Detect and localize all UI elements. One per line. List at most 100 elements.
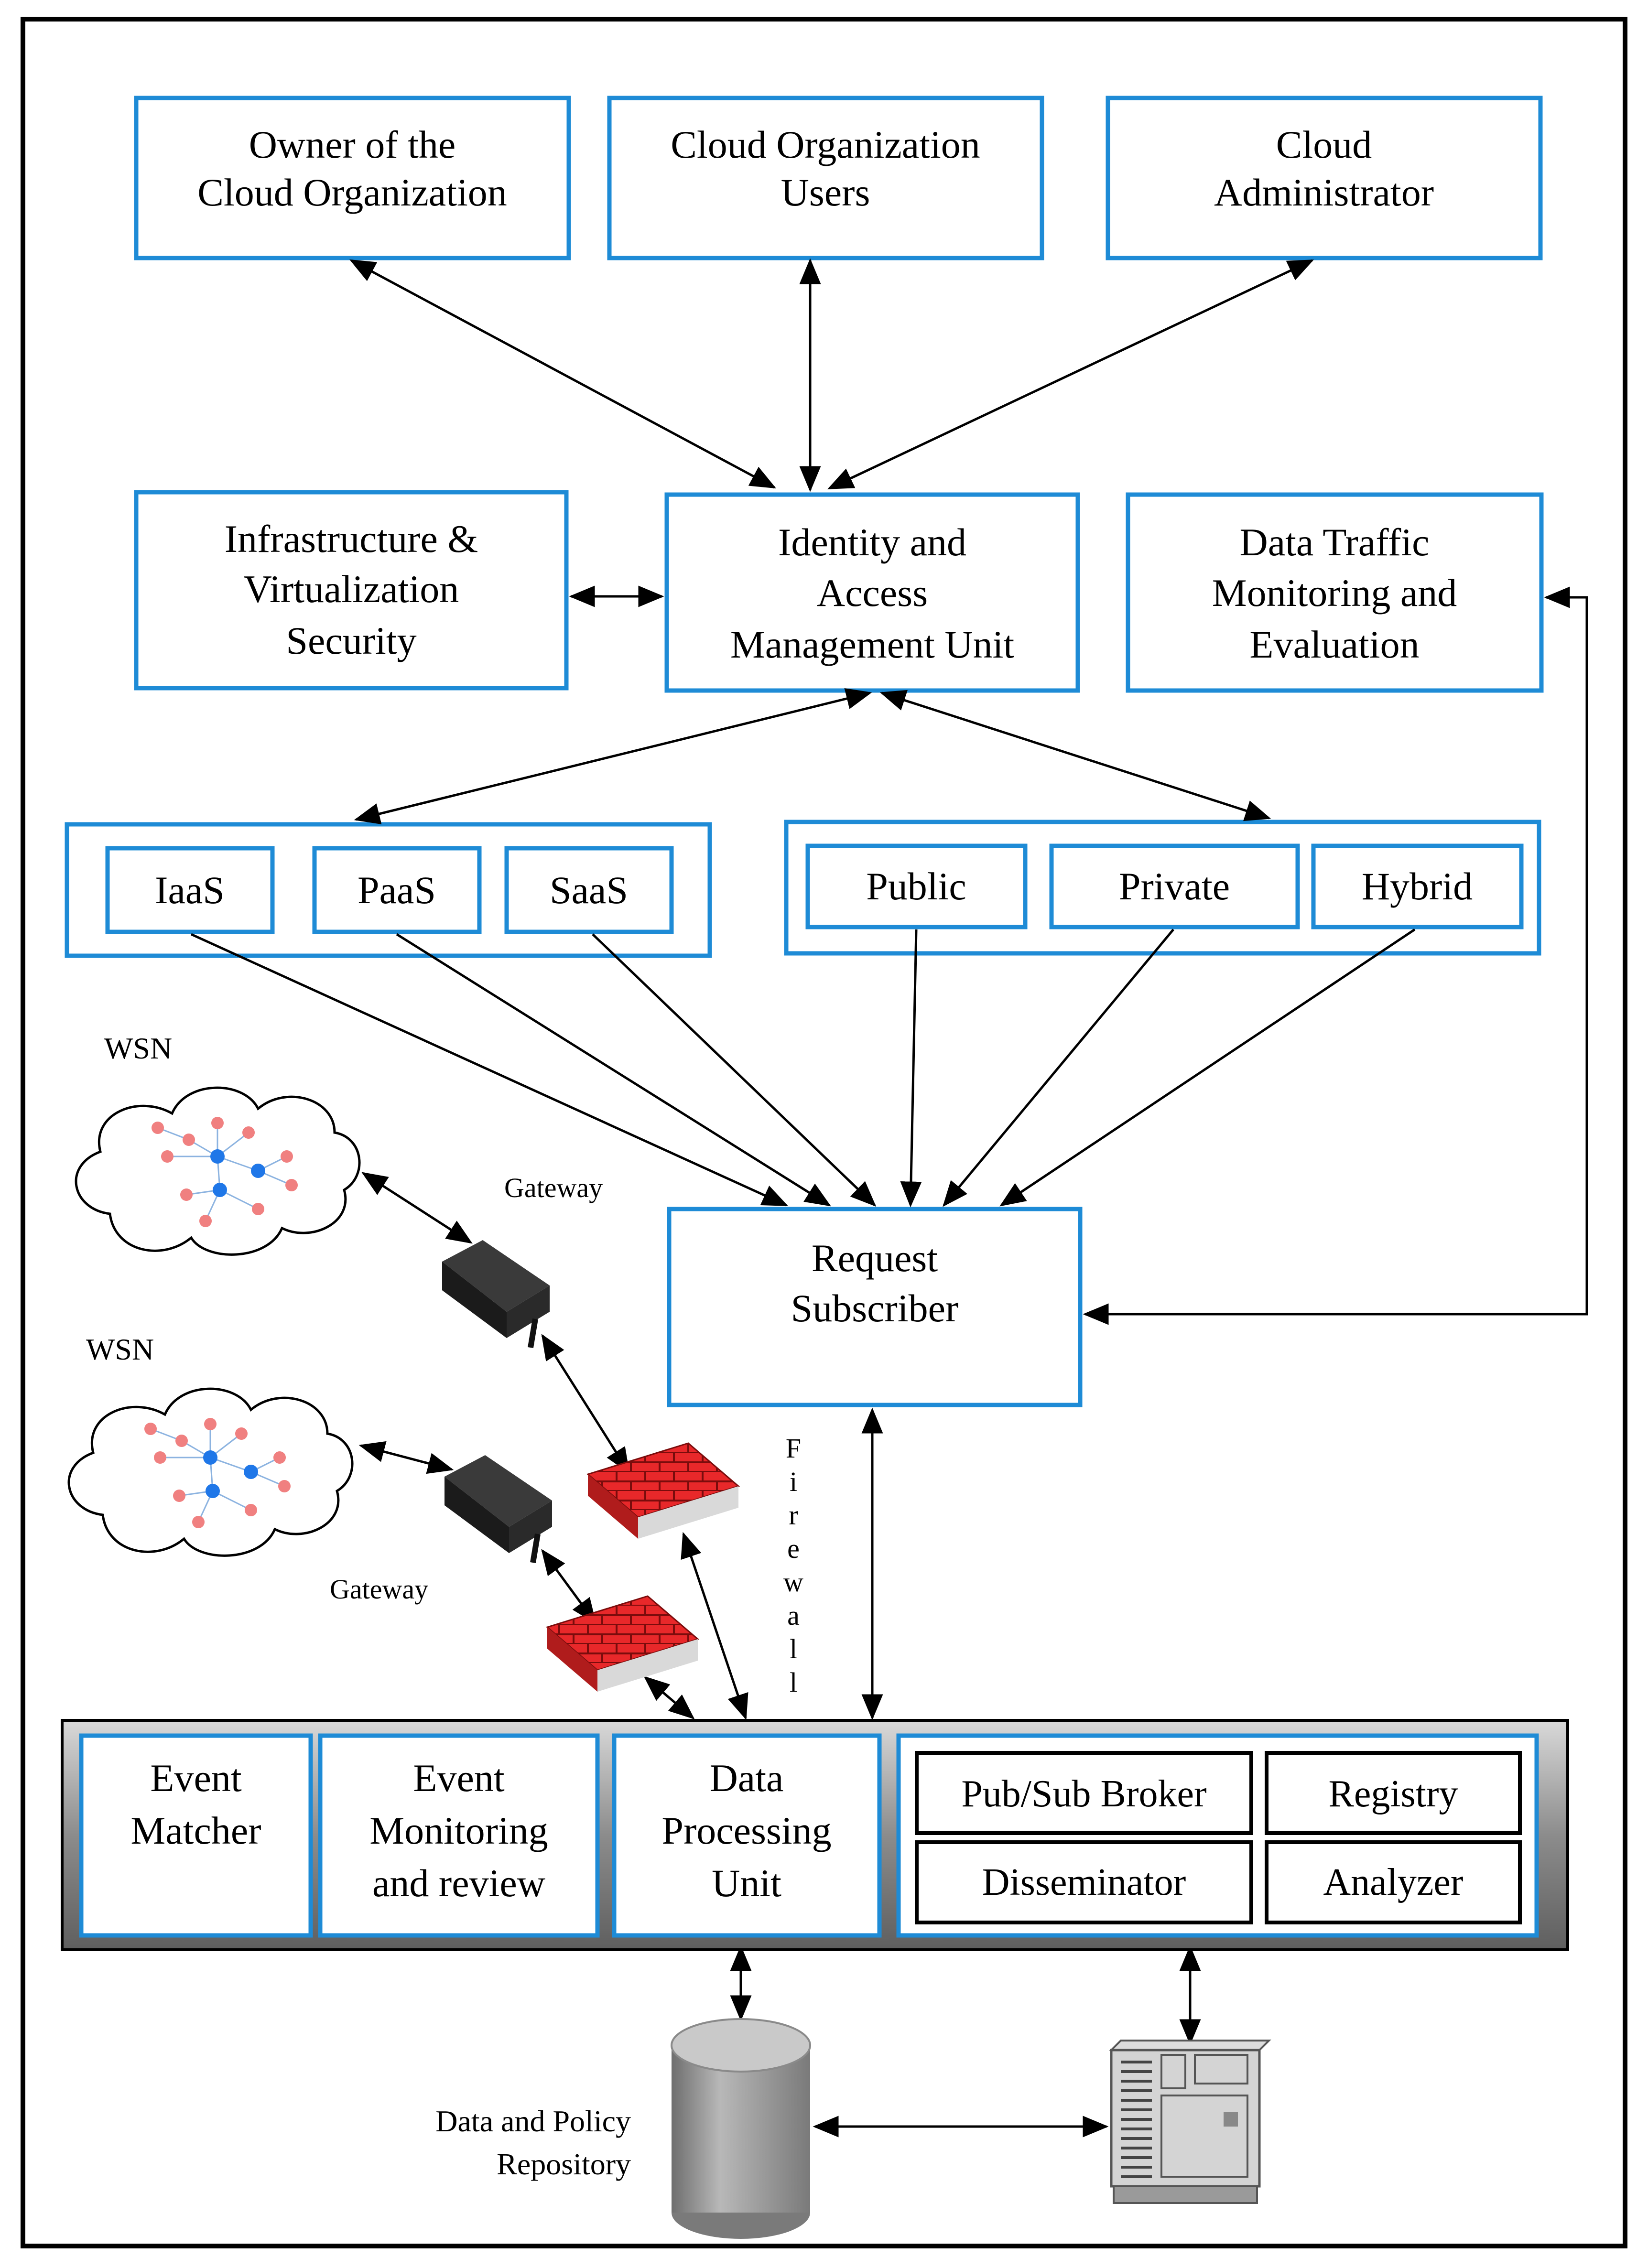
wsn-network-2 <box>144 1418 291 1528</box>
traffic-box: Data Traffic Monitoring and Evaluation <box>1126 492 1544 693</box>
arrow-hybrid-request <box>999 928 1416 1207</box>
data-processing-box <box>612 1733 882 1938</box>
data-processing-line-2: Processing <box>661 1809 831 1852</box>
arrow-private-request <box>943 929 1174 1207</box>
gateway-label-2: Gateway <box>330 1574 428 1605</box>
arrow-traffic-request <box>1083 586 1588 1325</box>
iam-line-2: Access <box>817 571 928 615</box>
private-label: Private <box>1119 864 1230 908</box>
owner-line-2: Cloud Organization <box>197 171 507 214</box>
request-subscriber-line-2: Subscriber <box>791 1286 959 1330</box>
arrow-wsn2-gateway2 <box>358 1441 454 1474</box>
infra-line-3: Security <box>286 619 416 662</box>
arrow-iaas-request <box>190 933 789 1207</box>
request-subscriber-box: Request Subscriber <box>667 1207 1083 1407</box>
arrow-paas-request <box>396 933 831 1207</box>
analyzer-label: Analyzer <box>1323 1861 1463 1903</box>
event-monitoring-line-2: Monitoring <box>369 1809 548 1852</box>
wsn-cloud-1 <box>75 1086 361 1256</box>
firewall-vertical-label: F i r e w a l l <box>783 1433 803 1698</box>
owner-line-1: Owner of the <box>249 123 456 166</box>
gateway-device-1 <box>442 1240 550 1348</box>
traffic-line-3: Evaluation <box>1249 623 1419 666</box>
arrow-owner-iam <box>349 259 776 489</box>
event-matcher-line-2: Matcher <box>130 1809 261 1852</box>
firewall-letter-1: F <box>786 1433 801 1464</box>
iam-box: Identity and Access Management Unit <box>664 492 1080 693</box>
service-models-group: IaaS PaaS SaaS <box>65 822 712 958</box>
event-matcher-line-1: Event <box>150 1756 241 1800</box>
iaas-label: IaaS <box>155 868 225 912</box>
firewall-letter-2: i <box>790 1466 797 1497</box>
arrow-public-request <box>900 929 922 1208</box>
infra-line-2: Virtualization <box>244 567 459 611</box>
server-icon <box>1109 2040 1271 2204</box>
broker-box <box>915 1751 1253 1835</box>
wsn-network-1 <box>152 1117 298 1227</box>
traffic-line-2: Monitoring and <box>1212 571 1457 615</box>
arrow-iam-services <box>354 688 872 824</box>
owner-box: Owner of the Cloud Organization <box>134 96 571 260</box>
firewall-icon-2 <box>545 1595 700 1692</box>
users-line-1: Cloud Organization <box>671 123 980 166</box>
firewall-letter-5: w <box>783 1566 803 1598</box>
hybrid-label: Hybrid <box>1362 864 1473 908</box>
registry-box <box>1265 1751 1522 1835</box>
firewall-letter-7: l <box>790 1633 797 1664</box>
request-subscriber-line-1: Request <box>812 1236 938 1280</box>
arrow-gateway2-firewall2 <box>541 1549 596 1624</box>
traffic-line-1: Data Traffic <box>1239 520 1429 564</box>
arrow-admin-iam <box>827 259 1314 490</box>
iam-line-1: Identity and <box>778 520 966 564</box>
admin-line-1: Cloud <box>1276 123 1372 166</box>
paas-label: PaaS <box>358 868 436 912</box>
arrow-gateway1-firewall1 <box>541 1334 630 1474</box>
arrow-wsn1-gateway1 <box>361 1172 473 1244</box>
users-box: Cloud Organization Users <box>607 96 1044 260</box>
connectors <box>190 258 1588 2138</box>
iam-line-3: Management Unit <box>730 623 1015 666</box>
data-processing-line-3: Unit <box>712 1861 781 1905</box>
registry-label: Registry <box>1328 1773 1458 1815</box>
repository-line-2: Repository <box>497 2147 631 2181</box>
event-monitoring-box <box>318 1733 600 1938</box>
wsn-label-2: WSN <box>86 1332 154 1366</box>
public-box <box>805 843 1028 929</box>
arrow-firewall1-bottom <box>681 1532 748 1720</box>
admin-line-2: Administrator <box>1214 171 1434 214</box>
arrow-firewall2-bottom <box>643 1676 695 1719</box>
infra-line-1: Infrastructure & <box>225 517 478 561</box>
gateway-device-2 <box>445 1455 552 1563</box>
saas-label: SaaS <box>550 868 628 912</box>
outer-frame <box>21 17 1627 2248</box>
arrow-iam-deployment <box>879 690 1271 821</box>
broker-label: Pub/Sub Broker <box>961 1773 1206 1815</box>
disseminator-label: Disseminator <box>982 1861 1186 1903</box>
paas-box <box>312 846 482 934</box>
event-monitoring-line-1: Event <box>413 1756 504 1800</box>
database-icon <box>671 2018 811 2239</box>
firewall-letter-3: r <box>789 1500 798 1531</box>
arrow-saas-request <box>592 933 877 1207</box>
admin-box: Cloud Administrator <box>1106 96 1543 260</box>
event-matcher-box <box>79 1733 313 1938</box>
wsn-cloud-2 <box>67 1387 354 1557</box>
analyzer-box <box>1265 1840 1522 1924</box>
disseminator-box <box>915 1840 1253 1924</box>
event-monitoring-line-3: and review <box>372 1861 545 1905</box>
gateway-label-1: Gateway <box>504 1172 603 1203</box>
deployment-models-group: Public Private Hybrid <box>784 820 1541 956</box>
firewall-letter-8: l <box>790 1667 797 1698</box>
firewall-letter-4: e <box>787 1533 800 1564</box>
bottom-bar: Event Matcher Event Monitoring and revie… <box>61 1719 1569 1951</box>
iaas-box <box>105 846 275 934</box>
firewall-letter-6: a <box>787 1600 800 1631</box>
public-label: Public <box>866 864 966 908</box>
repository-line-1: Data and Policy <box>435 2104 631 2138</box>
wsn-label-1: WSN <box>104 1031 172 1065</box>
firewall-icon-1 <box>586 1442 740 1539</box>
data-processing-line-1: Data <box>710 1756 784 1800</box>
saas-box <box>504 846 674 934</box>
users-line-2: Users <box>781 171 870 214</box>
